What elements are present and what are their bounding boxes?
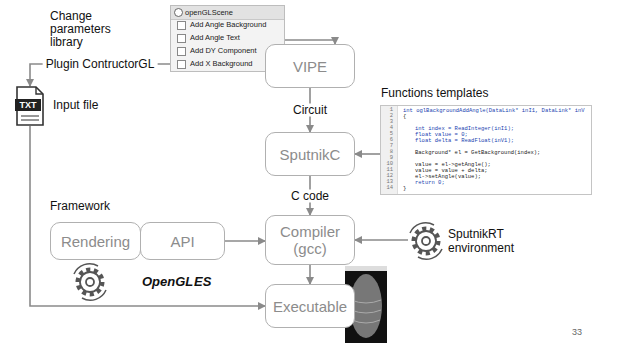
group-label: Framework — [50, 200, 110, 213]
component-label: SputnikRT environment — [448, 227, 543, 255]
process-box: Executable — [265, 284, 355, 328]
process-box: Compiler (gcc) — [265, 215, 355, 265]
code-line: float delta = ReadFloat(inV1); — [415, 138, 514, 144]
process-box: API — [140, 222, 225, 260]
box-text: API — [170, 233, 194, 250]
page-number: 33 — [572, 326, 582, 339]
panel-item: Add Angle Text — [190, 33, 240, 42]
edge-label: Plugin ContructorGL — [43, 58, 158, 71]
connector — [309, 265, 311, 284]
box-text: Compiler (gcc) — [272, 223, 348, 257]
box-text: Rendering — [61, 233, 130, 250]
gear-icon — [74, 264, 106, 300]
file-type: TXT — [15, 99, 41, 111]
label-text: Change parameters library — [50, 10, 130, 49]
checkbox-icon — [177, 60, 186, 69]
logo-text: ES — [194, 275, 211, 288]
box-text: VIPE — [293, 58, 327, 75]
box-text: SputnikC — [280, 146, 341, 163]
gear-icon — [410, 223, 442, 259]
checkbox-icon — [177, 47, 186, 56]
panel-title: openGLScene — [185, 8, 233, 17]
line-number: 14 — [381, 185, 393, 191]
connector — [30, 126, 265, 306]
panel-item: Add DY Component — [190, 46, 257, 55]
collapse-icon — [174, 8, 183, 17]
process-box: SputnikC — [265, 132, 355, 176]
connector — [225, 240, 265, 242]
code-node: Functions templatesint oglBackgroundAddA… — [380, 105, 592, 195]
code-line: } — [403, 186, 406, 192]
rendered-lines — [351, 300, 381, 323]
panel-item: Add Angle Background — [190, 20, 266, 29]
edge-label: Circuit — [290, 104, 330, 117]
code-line: int oglBackgroundAddAngle(DataLink* inI1… — [403, 108, 585, 114]
file-label: Input file — [53, 98, 98, 112]
edge-label: C code — [288, 190, 332, 203]
code-line: { — [403, 114, 406, 120]
rt-node: SputnikRT environment — [408, 221, 548, 261]
section-heading: Functions templates — [381, 86, 488, 100]
checkbox-icon — [177, 34, 186, 43]
checkbox-icon — [177, 21, 186, 30]
title-bar — [345, 266, 387, 271]
process-box: Rendering — [50, 222, 141, 260]
file-node: TXTInput file — [15, 86, 45, 126]
box-text: Executable — [273, 298, 347, 315]
logo-text: OpenGL — [142, 275, 193, 288]
process-box: VIPE — [265, 44, 355, 88]
connector — [355, 239, 408, 241]
connector — [355, 153, 380, 155]
code-line: Background* el = GetBackground(index); — [415, 150, 540, 156]
panel-item: Add X Background — [190, 59, 253, 68]
code-line: return 0; — [415, 180, 445, 186]
